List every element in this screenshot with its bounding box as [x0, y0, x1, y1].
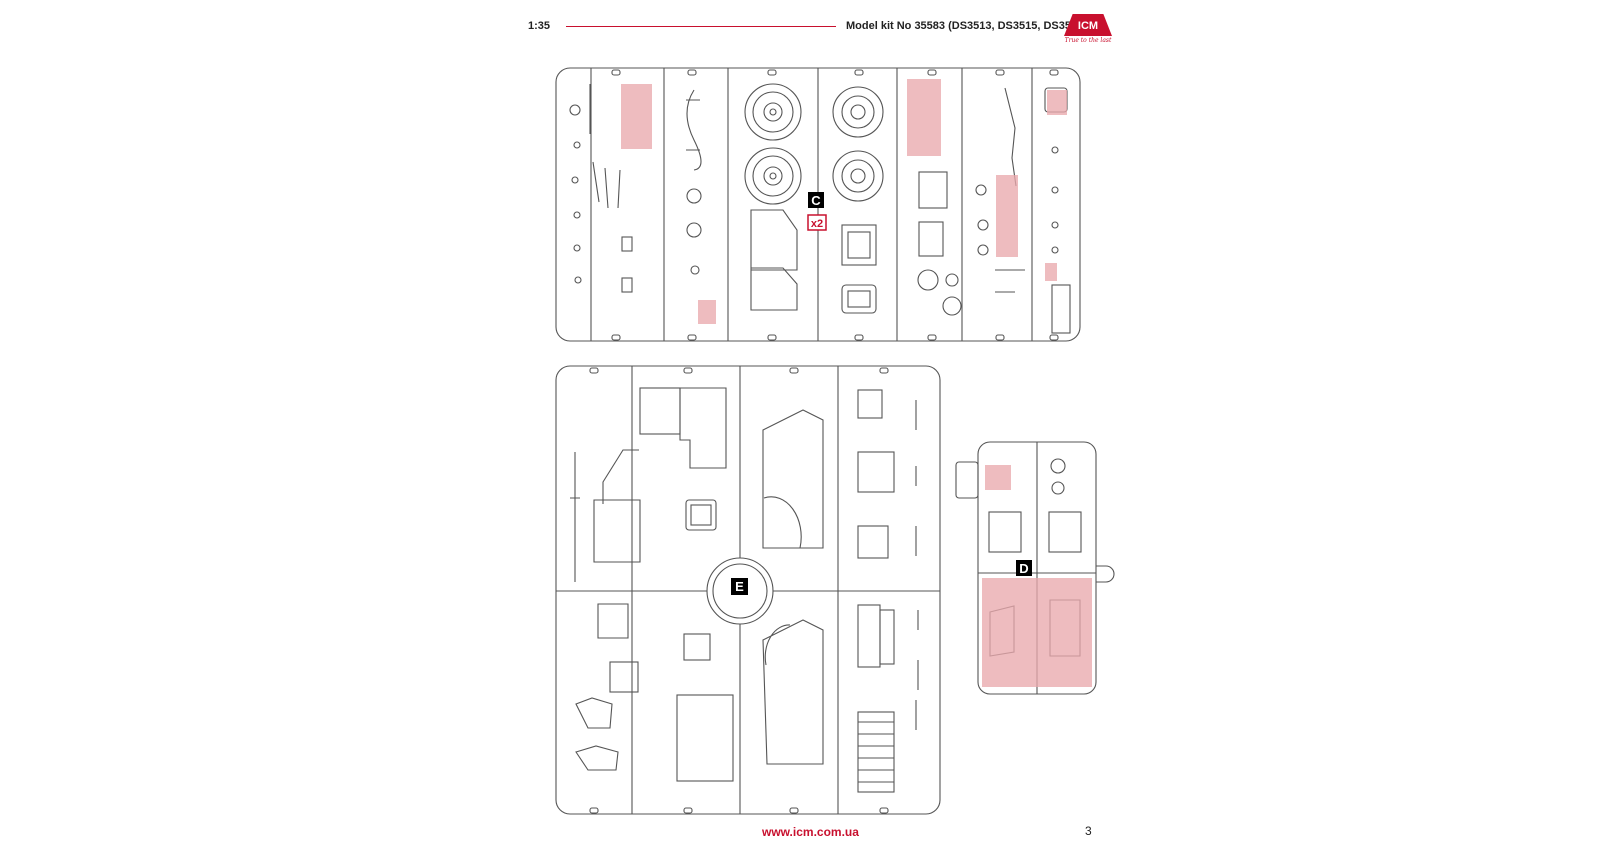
sprue-e-parts [570, 387, 919, 793]
page-number: 3 [1085, 824, 1092, 838]
page-header: 1:35 Model kit No 35583 (DS3513, DS3515,… [0, 0, 1620, 60]
icm-logo: ICM True to the last [1064, 14, 1112, 48]
sprue-c-parts [569, 84, 1071, 334]
footer-url[interactable]: www.icm.com.ua [762, 825, 859, 839]
unused-parts-highlights [621, 79, 1092, 687]
sprue-c-frame [555, 67, 1081, 342]
sprue-c-letter: C [811, 193, 821, 208]
sprue-d-letter: D [1019, 561, 1028, 576]
sprue-e-letter: E [735, 579, 744, 594]
sprue-c-wheels [744, 83, 884, 205]
sprue-c-multiplier: x2 [811, 218, 823, 230]
sprue-e-gates [589, 367, 889, 814]
sprue-e-marker: E [731, 578, 748, 595]
sprue-d-marker: D [1016, 560, 1032, 576]
header-rule [566, 26, 836, 27]
scale-label: 1:35 [528, 20, 551, 32]
logo-mark: ICM [1064, 14, 1112, 36]
kit-title: Model kit No 35583 (DS3513, DS3515, DS35… [846, 20, 1087, 32]
sprue-c-gates [611, 69, 1059, 341]
sprue-c-marker: C x2 [807, 192, 827, 231]
logo-tagline: True to the last [1064, 37, 1112, 44]
